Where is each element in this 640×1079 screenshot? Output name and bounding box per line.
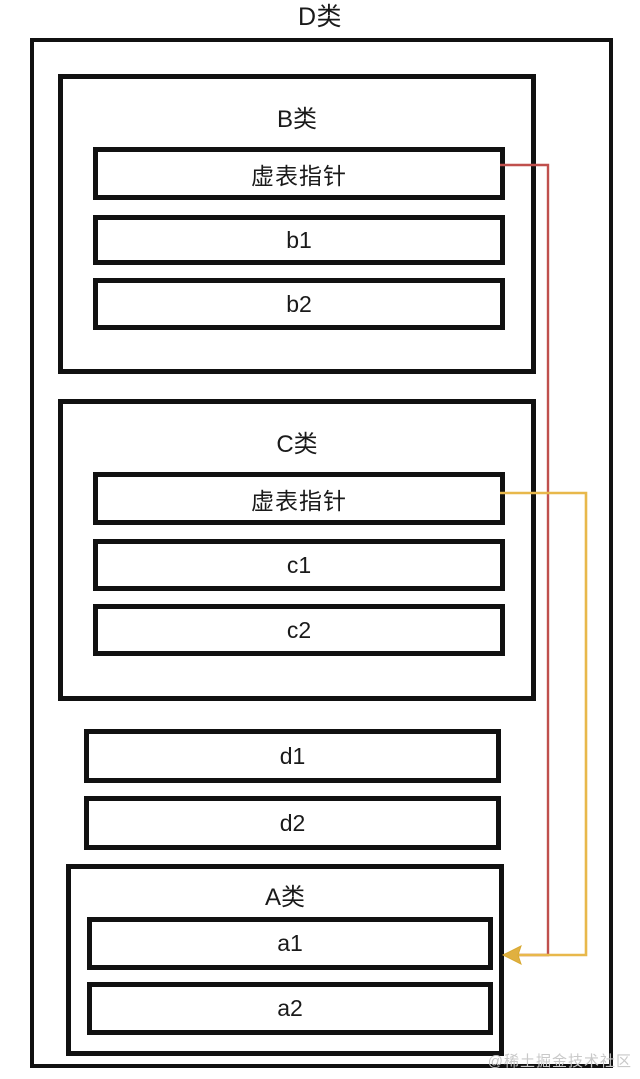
field-c1: c1 <box>93 539 505 591</box>
field-a2: a2 <box>87 982 493 1035</box>
class-box-c: C类 虚表指针 c1 c2 <box>58 399 536 701</box>
class-box-d: B类 虚表指针 b1 b2 C类 虚表指针 c1 c2 d1 d2 A类 a1 … <box>30 38 613 1068</box>
field-b2: b2 <box>93 278 505 330</box>
watermark: @稀土掘金技术社区 <box>487 1053 632 1070</box>
field-b-vptr: 虚表指针 <box>93 147 505 200</box>
class-box-b: B类 虚表指针 b1 b2 <box>58 74 536 374</box>
field-c-vptr: 虚表指针 <box>93 472 505 525</box>
class-label-c: C类 <box>276 431 318 458</box>
field-b1: b1 <box>93 215 505 265</box>
field-d1: d1 <box>84 729 501 783</box>
field-d2: d2 <box>84 796 501 850</box>
class-label-b: B类 <box>276 106 317 133</box>
field-c2: c2 <box>93 604 505 656</box>
page-title: D类 <box>297 3 343 31</box>
class-box-a: A类 a1 a2 <box>66 864 504 1056</box>
class-label-a: A类 <box>264 884 305 911</box>
field-a1: a1 <box>87 917 493 970</box>
